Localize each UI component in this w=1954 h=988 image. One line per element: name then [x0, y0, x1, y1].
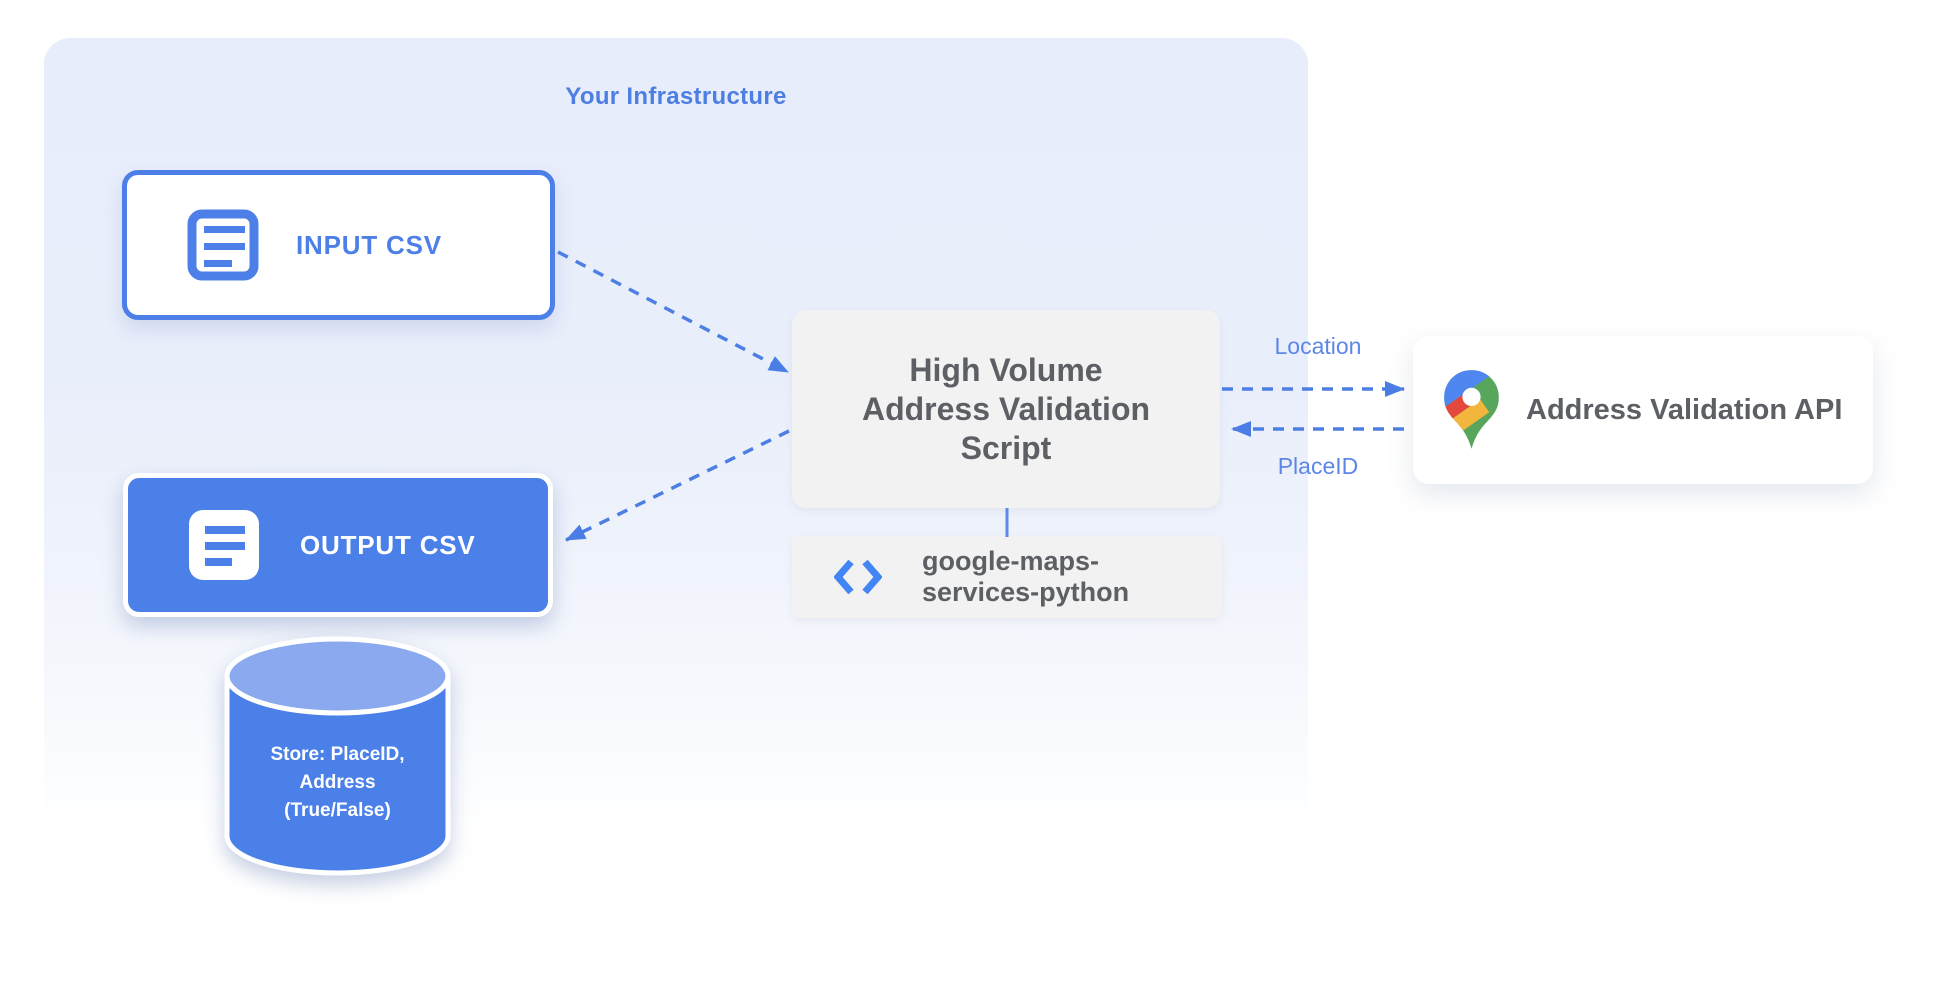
- script-line-2: Address Validation: [861, 390, 1151, 427]
- api-node: Address Validation API: [1413, 336, 1873, 484]
- input-csv-label: INPUT CSV: [296, 229, 442, 260]
- code-brackets-icon: [834, 559, 882, 595]
- library-line-2: services-python: [922, 577, 1130, 607]
- library-node: google-maps- services-python: [792, 536, 1222, 618]
- document-outline-icon: [187, 209, 259, 281]
- datastore-line-3: (True/False): [284, 800, 391, 821]
- google-maps-pin-icon: [1443, 370, 1500, 450]
- document-solid-icon: [188, 509, 260, 581]
- script-line-3: Script: [960, 429, 1052, 466]
- edge-label-location: Location: [1274, 333, 1362, 359]
- library-label: google-maps- services-python: [922, 546, 1129, 608]
- datastore-line-1: Store: PlaceID,: [270, 744, 405, 765]
- input-csv-node: INPUT CSV: [122, 170, 555, 320]
- edge-label-placeid: PlaceID: [1277, 453, 1359, 479]
- datastore-line-2: Address: [299, 772, 376, 793]
- output-csv-node: OUTPUT CSV: [123, 473, 553, 617]
- api-label: Address Validation API: [1526, 393, 1843, 426]
- script-label: High Volume Address Validation Script: [862, 351, 1150, 468]
- infrastructure-title: Your Infrastructure: [565, 83, 787, 110]
- script-line-1: High Volume: [909, 351, 1103, 388]
- datastore-cylinder: [224, 636, 451, 876]
- library-line-1: google-maps-: [922, 546, 1100, 576]
- datastore-label: Store: PlaceID, Address (True/False): [220, 741, 455, 825]
- script-node: High Volume Address Validation Script: [792, 310, 1220, 508]
- output-csv-label: OUTPUT CSV: [300, 529, 476, 560]
